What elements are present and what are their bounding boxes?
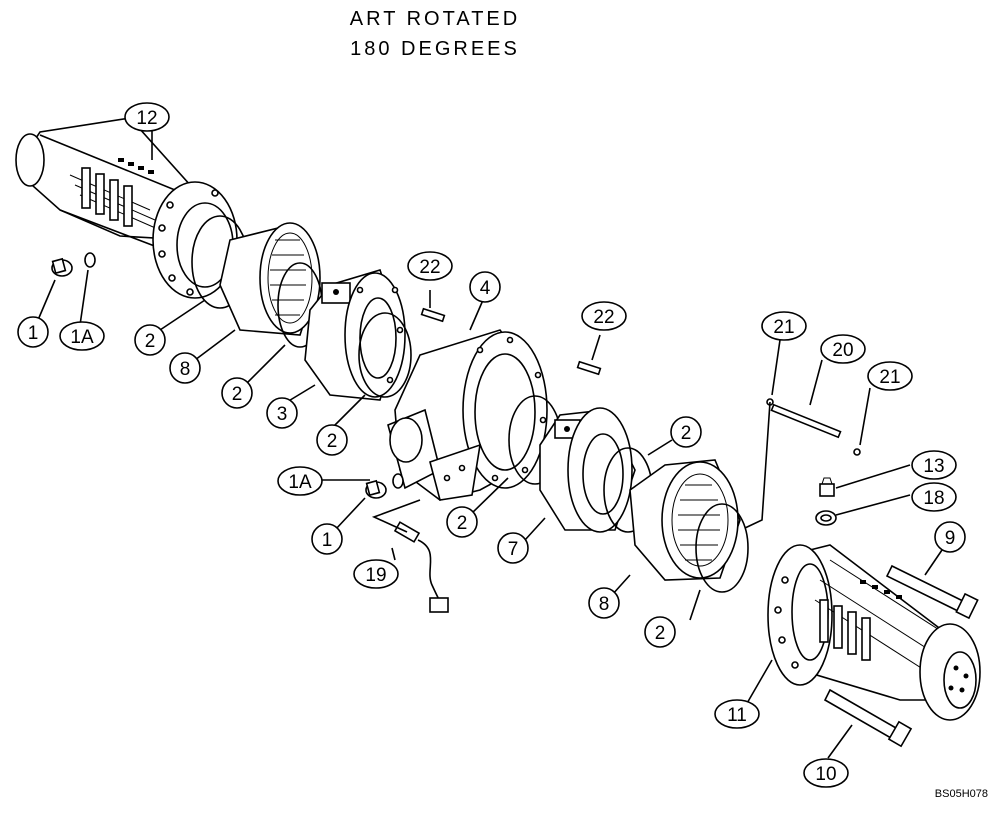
callout-7: 7 [497, 532, 529, 564]
fitting-part-18 [815, 510, 837, 526]
svg-text:10: 10 [815, 764, 836, 785]
callout-21-right: 21 [867, 361, 913, 391]
svg-text:12: 12 [136, 108, 157, 129]
bolt-part-9 [885, 564, 979, 620]
svg-text:7: 7 [508, 539, 519, 560]
callout-21-left: 21 [761, 311, 807, 341]
carrier-part-7 [539, 407, 636, 533]
center-housing-part-4 [387, 329, 548, 501]
svg-text:2: 2 [232, 384, 243, 405]
svg-text:1: 1 [28, 323, 39, 344]
pin-part-22-right [576, 360, 602, 376]
callout-9: 9 [934, 521, 966, 553]
callout-2-e: 2 [670, 416, 702, 448]
svg-text:3: 3 [277, 404, 288, 425]
callout-1-center: 1 [311, 523, 343, 555]
sensor-part-19 [393, 521, 449, 613]
svg-text:21: 21 [773, 317, 794, 338]
svg-text:4: 4 [480, 278, 491, 299]
callout-1A-center: 1A [277, 466, 323, 496]
callout-18: 18 [911, 482, 957, 512]
svg-text:1A: 1A [288, 472, 312, 493]
callout-3: 3 [266, 397, 298, 429]
pin-part-22-left [420, 307, 446, 323]
callout-8-left: 8 [169, 352, 201, 384]
bolt-part-10 [823, 688, 913, 748]
callout-2-c: 2 [316, 424, 348, 456]
callout-2-a: 2 [134, 324, 166, 356]
callout-1-left: 1 [17, 316, 49, 348]
carrier-part-3 [304, 269, 406, 401]
svg-text:21: 21 [879, 367, 900, 388]
svg-text:8: 8 [599, 594, 610, 615]
fitting-part-13 [819, 477, 835, 497]
axle-housing-right-part-11 [767, 544, 981, 721]
svg-text:20: 20 [832, 340, 853, 361]
callout-13: 13 [911, 450, 957, 480]
callout-2-f: 2 [644, 616, 676, 648]
svg-text:11: 11 [727, 705, 747, 726]
callout-12: 12 [124, 102, 170, 132]
callout-2-d: 2 [446, 506, 478, 538]
callout-11: 11 [714, 699, 760, 729]
svg-text:9: 9 [945, 528, 956, 549]
plug-part-1-center [365, 479, 387, 499]
axle-housing-left-part-12 [15, 117, 238, 299]
callout-20: 20 [820, 334, 866, 364]
o-ring-2-center-left [358, 312, 412, 398]
callout-22-left: 22 [407, 251, 453, 281]
svg-text:1A: 1A [70, 327, 94, 348]
o-ring-2-right [695, 503, 749, 593]
ring-gear-part-8-right [629, 459, 741, 581]
svg-text:2: 2 [327, 431, 338, 452]
callout-8-right: 8 [588, 587, 620, 619]
svg-text:13: 13 [923, 456, 944, 477]
svg-text:8: 8 [180, 359, 191, 380]
header-line-1: ART ROTATED [349, 8, 521, 30]
callout-1A-left: 1A [59, 321, 105, 351]
ring-gear-part-8-left [219, 222, 321, 336]
svg-text:22: 22 [593, 307, 614, 328]
svg-text:2: 2 [655, 623, 666, 644]
callout-2-b: 2 [221, 377, 253, 409]
ball-part-21-right [853, 448, 861, 456]
washer-part-1A-left [84, 252, 96, 268]
svg-text:2: 2 [457, 513, 468, 534]
drawing-code: BS05H078 [934, 788, 988, 800]
callout-10: 10 [803, 758, 849, 788]
svg-text:22: 22 [419, 257, 440, 278]
svg-text:1: 1 [322, 530, 333, 551]
callout-19: 19 [353, 559, 399, 589]
callout-22-right: 22 [581, 301, 627, 331]
header-line-2: 180 DEGREES [350, 38, 520, 60]
svg-text:18: 18 [923, 488, 944, 509]
leader-lines [37, 130, 943, 759]
washer-part-1A-center [392, 473, 404, 489]
svg-text:2: 2 [145, 331, 156, 352]
svg-text:2: 2 [681, 423, 692, 444]
dowel-pin-part-20 [770, 403, 842, 439]
plug-part-1-left [51, 257, 73, 277]
svg-text:19: 19 [365, 565, 386, 586]
callout-4: 4 [469, 271, 501, 303]
